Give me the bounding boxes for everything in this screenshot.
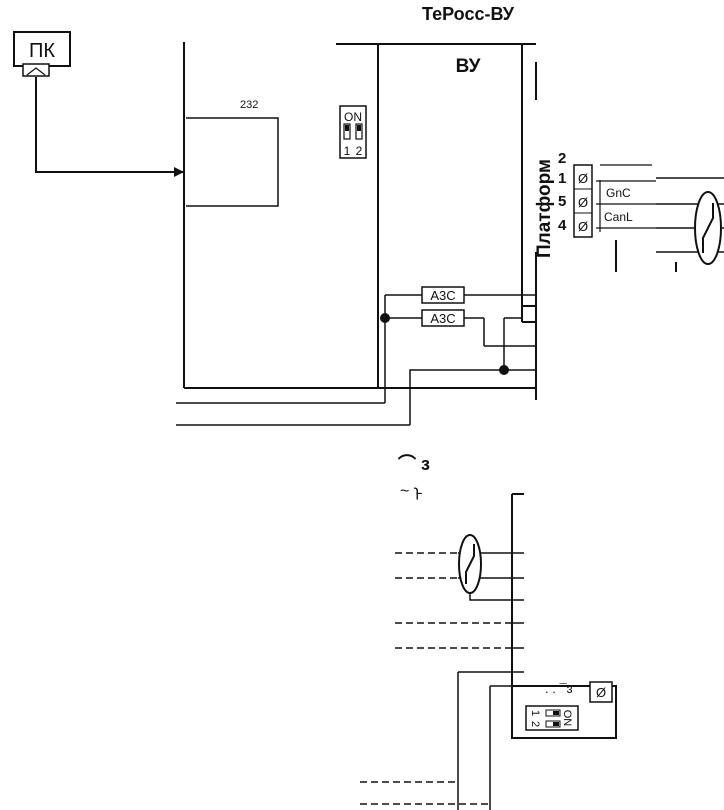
terminal-label-canl: CanL xyxy=(604,210,633,224)
fuse-label: А3С xyxy=(430,311,455,326)
pc-label: ПК xyxy=(29,40,55,62)
terminal-label-gnc: GnC xyxy=(606,186,631,200)
system-title: ТеРосс-ВУ xyxy=(422,4,515,24)
dip-switch-top[interactable]: ON 1 2 xyxy=(339,105,367,159)
lower-section: ⌒ ɜ ~ ɿ̵ Ø . . ¯ɜ ON 1 2 xyxy=(360,453,617,810)
main-housing xyxy=(183,42,536,389)
dip-bottom-on-label: ON xyxy=(561,710,573,727)
svg-text:⌒ ɜ: ⌒ ɜ xyxy=(398,453,430,474)
platform-terminal-block: Платформ 2 1 5 4 Ø Ø Ø GnC CanL xyxy=(534,62,724,400)
dip-top-on-label: ON xyxy=(344,110,362,124)
svg-text:. . ¯ɜ: . . ¯ɜ xyxy=(545,681,573,696)
fuse-section: А3С А3С xyxy=(176,286,536,426)
terminal-screw-icon: Ø xyxy=(578,195,588,210)
terminal-num: 5 xyxy=(558,193,566,210)
terminal-screw-icon: Ø xyxy=(578,219,588,234)
port-label-232: 232 xyxy=(240,99,258,111)
terminal-num: 2 xyxy=(558,150,566,167)
arrow-icon xyxy=(174,167,184,177)
platform-label: Платформ xyxy=(534,159,555,258)
terminal-num: 1 xyxy=(558,170,566,187)
terminal-num: 4 xyxy=(558,217,567,234)
pc-cable xyxy=(35,77,184,173)
dip-switch-bottom[interactable]: ON 1 2 xyxy=(525,705,579,731)
lower-module-outline xyxy=(511,685,617,739)
pc-block: ПК xyxy=(13,31,184,177)
svg-text:~ ɿ̵: ~ ɿ̵ xyxy=(400,483,422,500)
fuse-label: А3С xyxy=(430,288,455,303)
rs232-port-outline xyxy=(186,117,279,207)
dip-top-1-label: 1 xyxy=(344,144,351,158)
vu-label: ВУ xyxy=(456,56,481,77)
dip-bottom-1-label: 1 xyxy=(529,710,541,716)
terminal-screw-icon: Ø xyxy=(596,685,606,700)
terminal-box xyxy=(589,681,613,703)
junction-dot xyxy=(380,313,390,323)
pc-connector xyxy=(22,63,50,77)
terminal-screw-icon: Ø xyxy=(578,171,588,186)
dip-bottom-2-label: 2 xyxy=(529,721,541,727)
dip-top-2-label: 2 xyxy=(356,144,363,158)
